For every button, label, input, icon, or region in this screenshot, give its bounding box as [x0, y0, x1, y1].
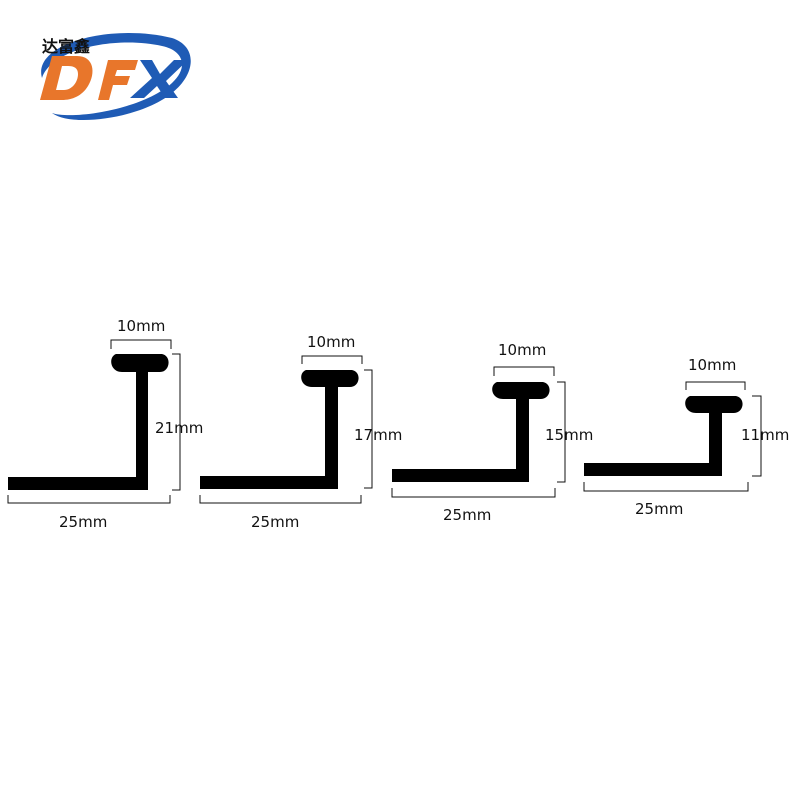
profile-1-top-label: 10mm: [117, 317, 165, 335]
logo-letter-x-icon: [130, 60, 188, 98]
profile-1-height-dim: [172, 353, 181, 491]
profile-1-base-dim: [7, 495, 171, 504]
profile-1-top-dim: [110, 339, 172, 349]
profile-1: 10mm 21mm 25mm: [7, 317, 203, 531]
profile-3-top-dim: [493, 366, 555, 376]
profile-2-top-dim: [301, 355, 363, 364]
logo-letter-d-icon: [40, 56, 93, 100]
logo-letter-f-icon: [98, 60, 138, 100]
profile-4-shape: [584, 396, 743, 476]
profile-3-base-label: 25mm: [443, 506, 491, 524]
profile-2-base-label: 25mm: [251, 513, 299, 531]
profile-2-shape: [200, 370, 359, 489]
profile-4-top-label: 10mm: [688, 356, 736, 374]
profile-4-height-label: 11mm: [741, 426, 789, 444]
logo-swoosh-icon: [41, 32, 191, 121]
profile-3-base-dim: [391, 488, 556, 498]
profile-4: 10mm 11mm 25mm: [583, 356, 789, 518]
profile-4-top-dim: [685, 381, 746, 390]
profile-2-top-label: 10mm: [307, 333, 355, 351]
profile-2-height-label: 17mm: [354, 426, 402, 444]
profile-1-base-label: 25mm: [59, 513, 107, 531]
profile-4-base-dim: [583, 482, 749, 492]
profile-3: 10mm 15mm 25mm: [391, 341, 593, 524]
profile-1-height-label: 21mm: [155, 419, 203, 437]
profile-1-shape: [8, 354, 169, 490]
dfx-logo: 达富鑫: [40, 32, 191, 121]
profile-3-height-label: 15mm: [545, 426, 593, 444]
profile-2-height-dim: [364, 369, 373, 489]
profile-3-shape: [392, 382, 550, 482]
profile-2-base-dim: [199, 495, 362, 504]
profile-3-height-dim: [557, 381, 566, 483]
profile-4-base-label: 25mm: [635, 500, 683, 518]
profile-4-height-dim: [752, 395, 762, 477]
logo-brand-text: 达富鑫: [42, 37, 90, 56]
profile-3-top-label: 10mm: [498, 341, 546, 359]
profile-2: 10mm 17mm 25mm: [199, 333, 402, 531]
